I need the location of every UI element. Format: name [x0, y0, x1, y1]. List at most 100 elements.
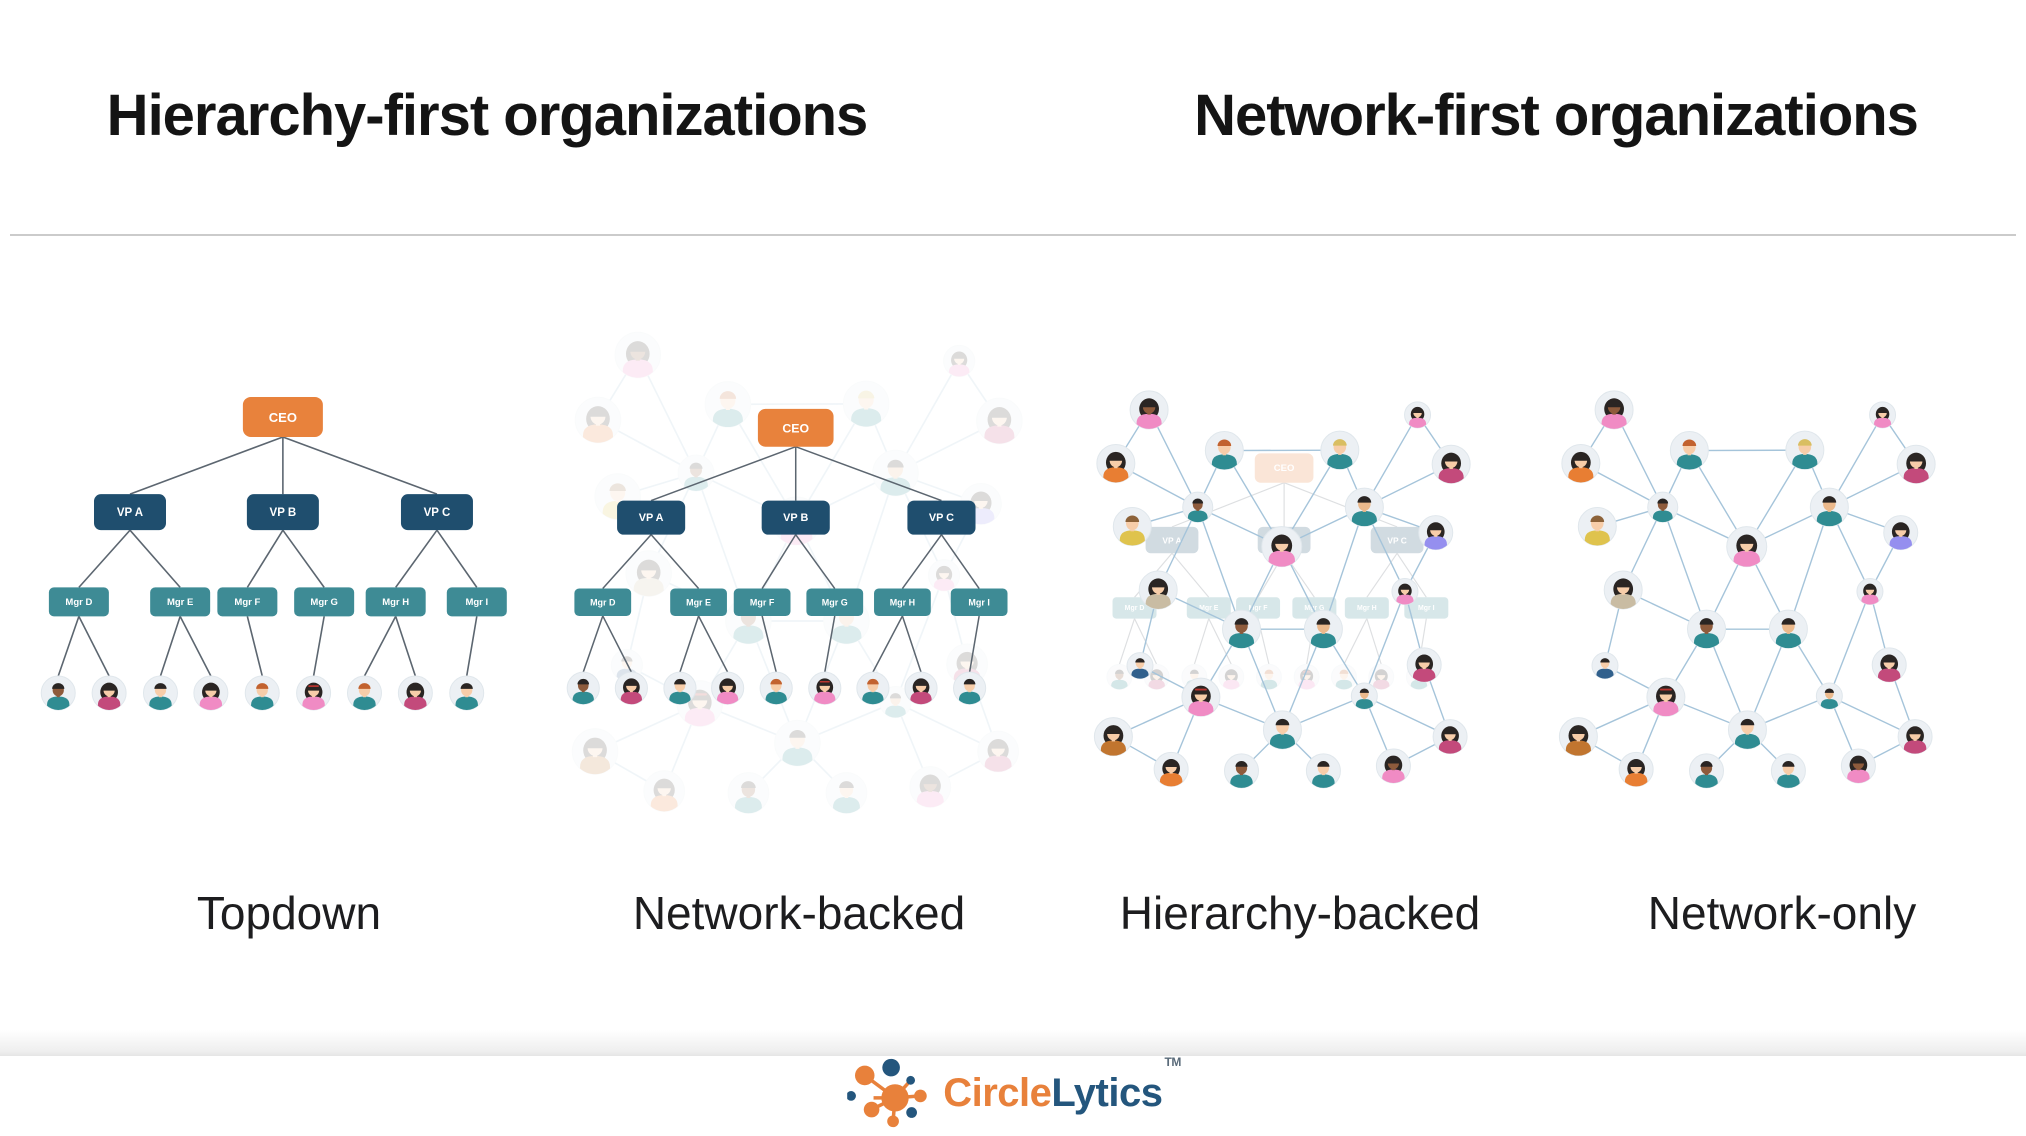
person-avatar — [1093, 717, 1133, 757]
box-label: Mgr I — [465, 597, 488, 608]
person-avatar — [1856, 578, 1884, 606]
person-avatar — [1689, 753, 1724, 789]
person-avatar — [1618, 751, 1654, 787]
person-avatar — [1129, 390, 1169, 430]
mgr-box: Mgr D — [574, 588, 632, 616]
person-avatar — [1896, 444, 1936, 484]
person-avatar — [1883, 515, 1919, 551]
person-avatar — [1204, 431, 1244, 471]
person-avatar — [1687, 609, 1726, 649]
person-avatar — [1591, 652, 1619, 680]
box-label: Mgr G — [1304, 605, 1324, 612]
person-avatar — [1594, 390, 1634, 430]
person-avatar — [296, 675, 332, 711]
org-chart-edges — [57, 436, 478, 677]
person-avatar — [677, 454, 715, 492]
box-label: Mgr H — [1357, 605, 1377, 612]
person-avatar — [193, 675, 229, 711]
box-label: Mgr E — [686, 598, 711, 608]
person-avatar — [928, 559, 961, 592]
mgr-box: Mgr E — [670, 588, 727, 616]
vp-box: VP C — [1370, 526, 1424, 554]
person-avatar — [643, 770, 686, 812]
circlelytics-network-icon — [847, 1058, 927, 1128]
person-avatar — [759, 671, 793, 705]
person-avatar — [1222, 609, 1261, 649]
person-avatar — [1404, 401, 1432, 429]
person-avatar — [1261, 526, 1303, 568]
ceo-box: CEO — [242, 396, 323, 437]
box-label: Mgr F — [750, 598, 775, 608]
person-avatar — [1406, 647, 1442, 683]
box-label: VP A — [1162, 536, 1181, 546]
vp-box: VP A — [617, 500, 686, 535]
logo-text-circle: Circle — [943, 1070, 1052, 1115]
heading-hierarchy-first: Hierarchy-first organizations — [106, 83, 869, 148]
person-avatar — [571, 728, 619, 775]
box-label: Mgr D — [1125, 605, 1145, 612]
person-avatar — [1138, 570, 1178, 610]
person-avatar — [808, 671, 842, 705]
box-label: Mgr E — [167, 597, 193, 608]
person-avatar — [1418, 515, 1454, 551]
person-avatar — [91, 675, 127, 711]
person-avatar — [1561, 443, 1601, 483]
person-avatar — [1096, 443, 1136, 483]
person-avatar — [1727, 710, 1767, 750]
person-avatar — [614, 671, 648, 705]
person-avatar — [244, 675, 280, 711]
circlelytics-logo: CircleLyticsTM — [847, 1055, 1181, 1128]
box-label: Mgr H — [382, 597, 409, 608]
heading-network-first: Network-first organizations — [1194, 83, 1919, 148]
box-label: Mgr I — [968, 598, 989, 608]
person-avatar — [1344, 487, 1384, 527]
person-avatar — [872, 449, 919, 497]
vp-box: VP A — [1145, 526, 1199, 554]
mgr-box: Mgr E — [1186, 597, 1231, 619]
ceo-box: CEO — [757, 408, 834, 447]
person-avatar — [1256, 663, 1282, 690]
box-label: Mgr F — [234, 597, 260, 608]
circlelytics-wordmark: CircleLyticsTM — [943, 1055, 1181, 1116]
panel-label-network-backed: Network-backed — [632, 887, 966, 939]
person-avatar — [1106, 663, 1133, 690]
person-avatar — [704, 381, 752, 428]
person-avatar — [1785, 430, 1825, 470]
box-label: Mgr E — [1199, 605, 1219, 612]
vp-box: VP B — [761, 500, 830, 535]
vp-box: VP A — [94, 494, 166, 531]
person-avatar — [774, 719, 821, 767]
box-label: Mgr G — [310, 597, 337, 608]
person-avatar — [1431, 444, 1471, 484]
box-label: Mgr G — [822, 598, 848, 608]
people-network-layer — [1093, 390, 1471, 789]
mgr-box: Mgr F — [217, 587, 278, 617]
person-avatar — [663, 671, 697, 705]
person-avatar — [346, 675, 382, 711]
person-avatar — [1181, 677, 1221, 717]
person-avatar — [142, 675, 178, 711]
box-label: CEO — [782, 421, 809, 435]
person-avatar — [1432, 719, 1468, 755]
person-avatar — [1809, 487, 1849, 527]
person-avatar — [1646, 677, 1686, 717]
box-label: VP C — [929, 512, 954, 524]
mgr-box: Mgr G — [294, 587, 355, 617]
logo-text-lytics: Lytics — [1051, 1070, 1163, 1115]
vp-box: VP C — [400, 494, 473, 531]
box-label: VP C — [424, 507, 451, 519]
person-avatar — [397, 675, 433, 711]
people-network-layer — [1558, 390, 1936, 789]
box-label: Mgr D — [65, 597, 92, 608]
person-avatar — [1770, 753, 1806, 789]
box-label: Mgr I — [1418, 605, 1435, 612]
panel-label-hierarchy-backed: Hierarchy-backed — [1119, 887, 1481, 939]
person-avatar — [1669, 431, 1709, 471]
people-network-layer — [571, 331, 1023, 814]
person-avatar — [977, 730, 1019, 773]
box-label: CEO — [1274, 463, 1295, 474]
person-avatar — [1840, 748, 1876, 784]
